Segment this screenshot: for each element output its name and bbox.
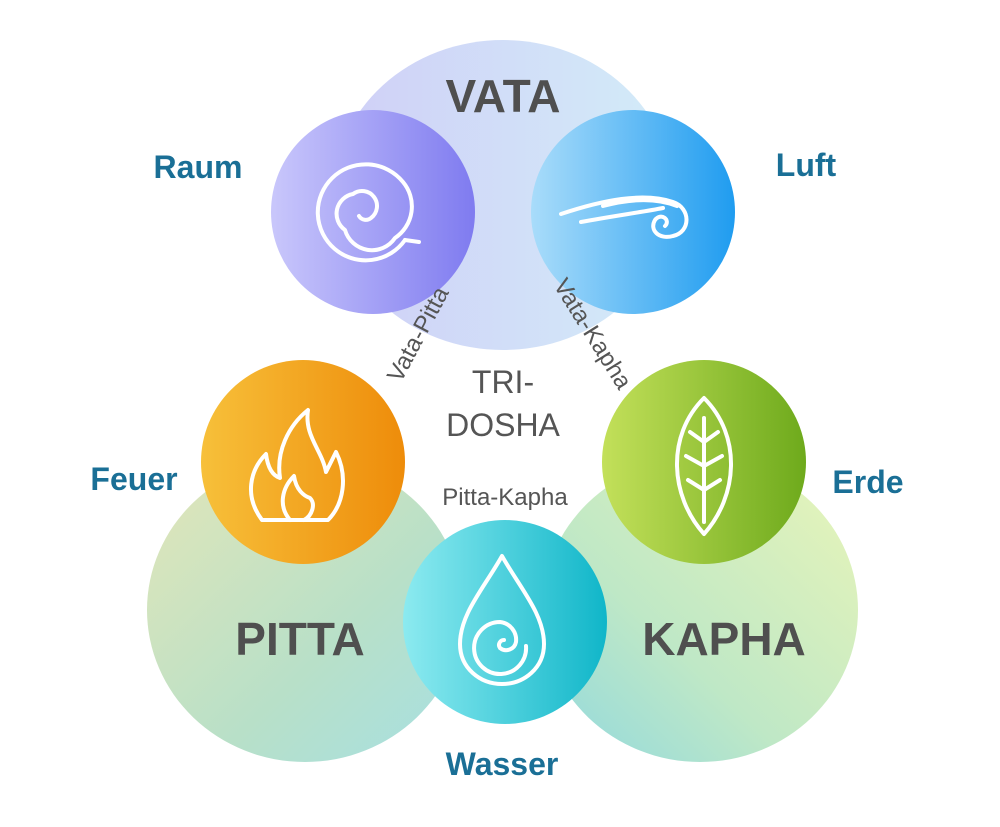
element-earth	[602, 360, 806, 564]
space-circle	[271, 110, 475, 314]
pitta-title: PITTA	[235, 613, 364, 665]
vata-title: VATA	[446, 70, 561, 122]
leaf-icon	[675, 396, 733, 536]
space-label: Raum	[154, 149, 243, 185]
element-air	[531, 110, 735, 314]
pitta-kapha-label: Pitta-Kapha	[442, 484, 568, 511]
element-water	[403, 520, 607, 724]
water-label: Wasser	[446, 746, 559, 782]
center-label-line2: DOSHA	[446, 407, 560, 443]
earth-label: Erde	[832, 464, 903, 500]
fire-circle	[201, 360, 405, 564]
element-fire	[201, 360, 405, 564]
pitta-blob	[147, 458, 463, 762]
fire-label: Feuer	[90, 461, 177, 497]
element-space	[271, 110, 475, 314]
flame-icon	[248, 408, 345, 522]
water-drop-icon	[458, 554, 546, 686]
center-label-line1: TRI-	[472, 364, 534, 400]
air-label: Luft	[776, 147, 837, 183]
spiral-icon	[315, 162, 421, 263]
wind-icon	[559, 195, 689, 239]
kapha-title: KAPHA	[642, 613, 806, 665]
kapha-blob	[542, 458, 858, 762]
